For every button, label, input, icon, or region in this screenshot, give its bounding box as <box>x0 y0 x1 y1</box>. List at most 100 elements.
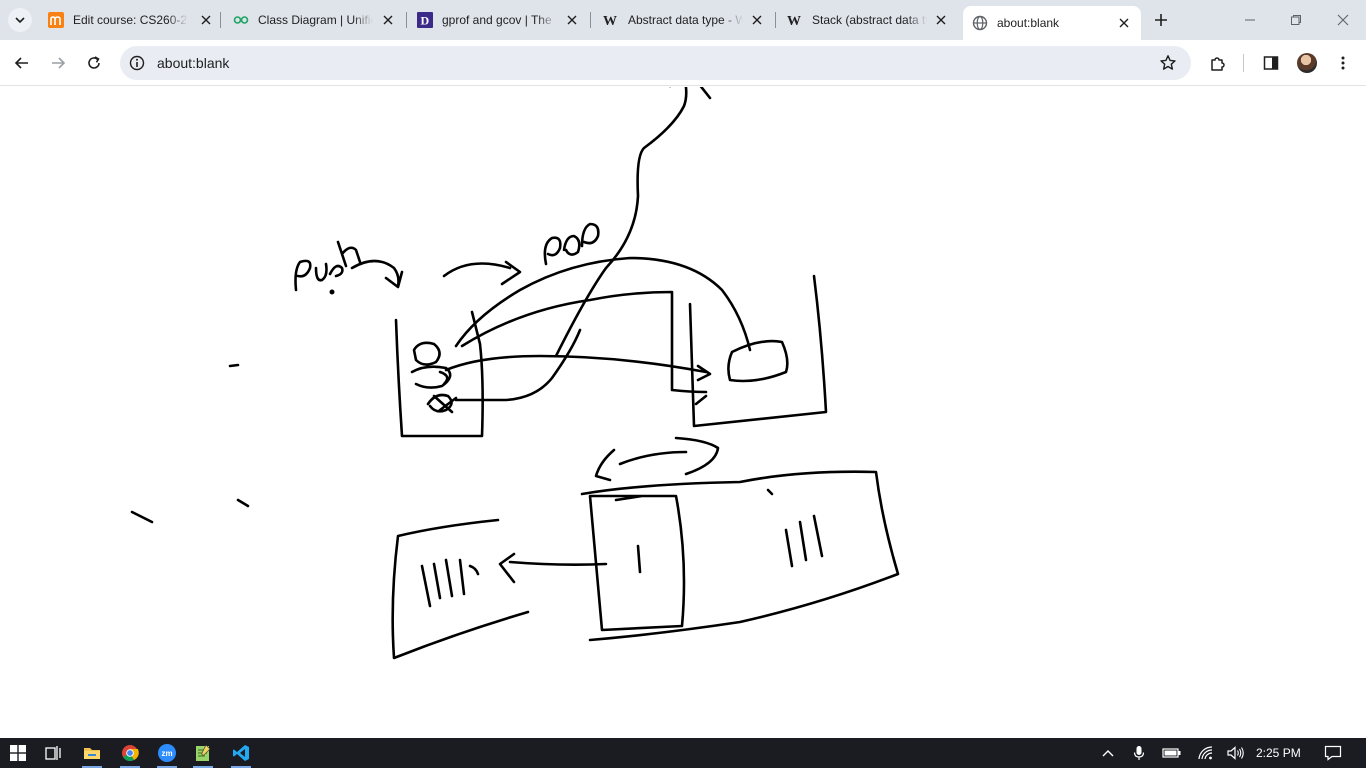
top-line <box>460 290 708 406</box>
right-bucket-item <box>727 339 789 383</box>
zoom-button[interactable]: zm <box>154 741 180 768</box>
tab-gprof[interactable]: D gprof and gcov | The <box>417 6 580 34</box>
push-arrow <box>350 259 404 289</box>
divider-tick <box>766 488 774 496</box>
restore-button[interactable] <box>1284 8 1308 32</box>
svg-text:W: W <box>787 14 801 28</box>
wikipedia-icon: W <box>787 12 803 28</box>
close-icon[interactable] <box>933 12 949 28</box>
star-icon[interactable] <box>1159 54 1177 72</box>
tally-marks-3b <box>784 514 824 568</box>
windows-start-icon <box>10 745 26 761</box>
puzzle-icon <box>1211 57 1225 71</box>
vscode-button[interactable] <box>228 741 254 768</box>
tab-title: gprof and gcov | The <box>442 13 552 27</box>
task-view-button[interactable] <box>41 741 67 765</box>
profile-button[interactable] <box>1295 51 1319 75</box>
arrow-left-icon <box>14 57 28 69</box>
moodle-icon <box>48 12 64 28</box>
wifi-button[interactable] <box>1196 743 1216 763</box>
wifi-icon <box>1198 746 1213 760</box>
bottom-inner-box <box>588 494 686 632</box>
chrome-icon <box>122 745 139 762</box>
battery-icon <box>1162 748 1181 758</box>
microphone-button[interactable] <box>1129 743 1149 763</box>
microphone-icon <box>1133 746 1145 760</box>
tab-title: Class Diagram | Unifie <box>258 13 373 27</box>
notepad-icon <box>196 744 211 761</box>
extensions-button[interactable] <box>1206 51 1230 75</box>
stack-items <box>410 341 458 414</box>
left-bucket <box>394 310 484 438</box>
file-explorer-icon <box>84 748 100 759</box>
address-text[interactable]: about:blank <box>157 55 230 71</box>
side-panel-button[interactable] <box>1259 51 1283 75</box>
taskbar: zm 2:25 PM <box>0 738 1366 768</box>
stray-mark <box>236 498 250 508</box>
tab-separator <box>590 12 591 28</box>
close-icon[interactable] <box>564 12 580 28</box>
notepad-button[interactable] <box>190 741 216 768</box>
chrome-button[interactable] <box>117 741 143 768</box>
close-icon[interactable] <box>198 12 214 28</box>
tally-mark-1 <box>636 544 642 574</box>
tab-class-diagram[interactable]: Class Diagram | Unifie <box>233 6 396 34</box>
show-hidden-icons-button[interactable] <box>1098 743 1118 763</box>
browser-toolbar: about:blank <box>0 40 1366 86</box>
glasses-icon <box>233 12 249 28</box>
arch-line <box>454 256 752 352</box>
menu-button[interactable] <box>1331 51 1355 75</box>
tab-separator <box>220 12 221 28</box>
tab-stack[interactable]: W Stack (abstract data ty <box>787 6 949 34</box>
pop-arrow <box>442 260 522 286</box>
tab-abstract-data-type[interactable]: W Abstract data type - W <box>603 6 765 34</box>
info-icon[interactable] <box>128 54 146 72</box>
side-panel-icon <box>1263 56 1279 70</box>
more-vertical-icon <box>1341 56 1345 70</box>
bottom-left-box <box>391 518 530 660</box>
handwriting-push <box>294 240 362 292</box>
stray-mark <box>130 510 154 524</box>
restore-icon <box>1291 15 1301 25</box>
taskbar-clock[interactable]: 2:25 PM <box>1256 746 1301 760</box>
volume-button[interactable] <box>1226 743 1246 763</box>
tab-title: Edit course: CS260-20 <box>73 13 188 27</box>
battery-button[interactable] <box>1162 743 1182 763</box>
page-content[interactable] <box>0 87 1366 738</box>
forward-button[interactable] <box>46 51 70 75</box>
wikipedia-icon: W <box>603 12 619 28</box>
task-view-icon <box>45 746 61 760</box>
tab-about-blank[interactable]: about:blank <box>963 6 1141 40</box>
notification-icon <box>1324 745 1342 761</box>
new-tab-button[interactable] <box>1151 10 1171 30</box>
d-icon: D <box>417 12 433 28</box>
close-window-button[interactable] <box>1331 8 1355 32</box>
tab-moodle[interactable]: Edit course: CS260-20 <box>48 6 214 34</box>
bottom-outer-box <box>580 470 900 642</box>
tab-separator <box>775 12 776 28</box>
chevron-up-icon <box>1102 750 1114 757</box>
address-bar[interactable]: about:blank <box>120 46 1191 80</box>
file-explorer-button[interactable] <box>79 741 105 768</box>
tally-marks-3 <box>420 558 480 608</box>
right-bucket <box>688 274 828 428</box>
svg-text:W: W <box>603 14 617 28</box>
reload-button[interactable] <box>82 51 106 75</box>
tab-separator <box>406 12 407 28</box>
globe-icon <box>972 15 988 31</box>
close-icon[interactable] <box>749 12 765 28</box>
notification-center-button[interactable] <box>1323 743 1343 763</box>
start-button[interactable] <box>5 741 31 765</box>
close-icon[interactable] <box>380 12 396 28</box>
tab-search-button[interactable] <box>8 8 32 32</box>
swap-arrows <box>594 436 720 482</box>
toolbar-separator <box>1243 54 1244 72</box>
minimize-button[interactable] <box>1238 8 1262 32</box>
minimize-icon <box>1245 19 1255 21</box>
avatar <box>1297 53 1317 73</box>
close-icon <box>1337 14 1349 26</box>
wavy-arrow <box>554 87 712 358</box>
tab-strip: Edit course: CS260-20 Class Diagram | Un… <box>0 0 1366 40</box>
close-icon[interactable] <box>1116 15 1132 31</box>
back-button[interactable] <box>10 51 34 75</box>
